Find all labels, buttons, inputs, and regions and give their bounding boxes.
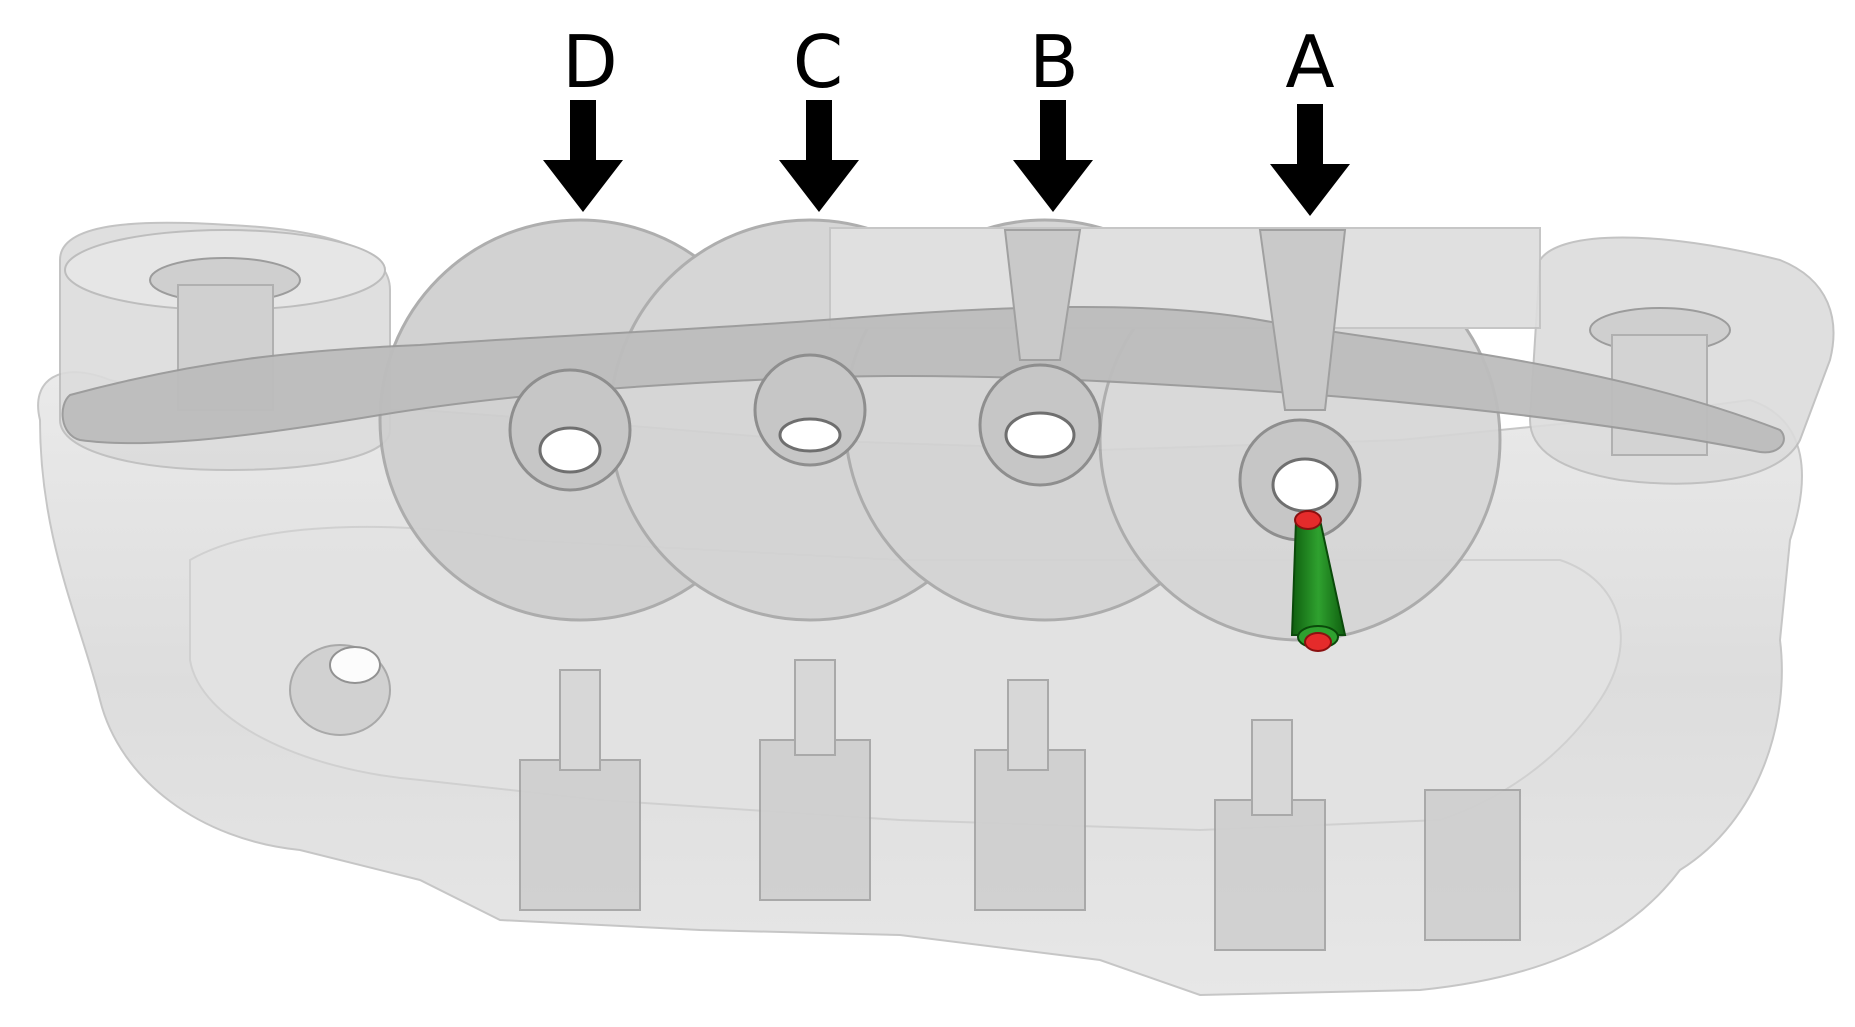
- sleeve-d: [508, 368, 632, 492]
- arrow-c: [779, 100, 859, 212]
- occlusal-band: [61, 305, 1785, 454]
- guide-pin: [1290, 510, 1347, 652]
- arrow-a: [1270, 104, 1350, 216]
- arrow-d: [543, 100, 623, 212]
- right-anchor-sleeve: [1528, 236, 1835, 485]
- sleeve-a: [1238, 229, 1362, 542]
- sleeve-c: [753, 353, 867, 467]
- label-d: D: [562, 20, 618, 104]
- label-a: A: [1285, 20, 1335, 104]
- sleeve-b: [978, 229, 1102, 487]
- arrow-b: [1013, 100, 1093, 212]
- label-b: B: [1029, 20, 1079, 104]
- label-c: C: [792, 20, 844, 104]
- lower-implant-analogs: [289, 644, 1521, 951]
